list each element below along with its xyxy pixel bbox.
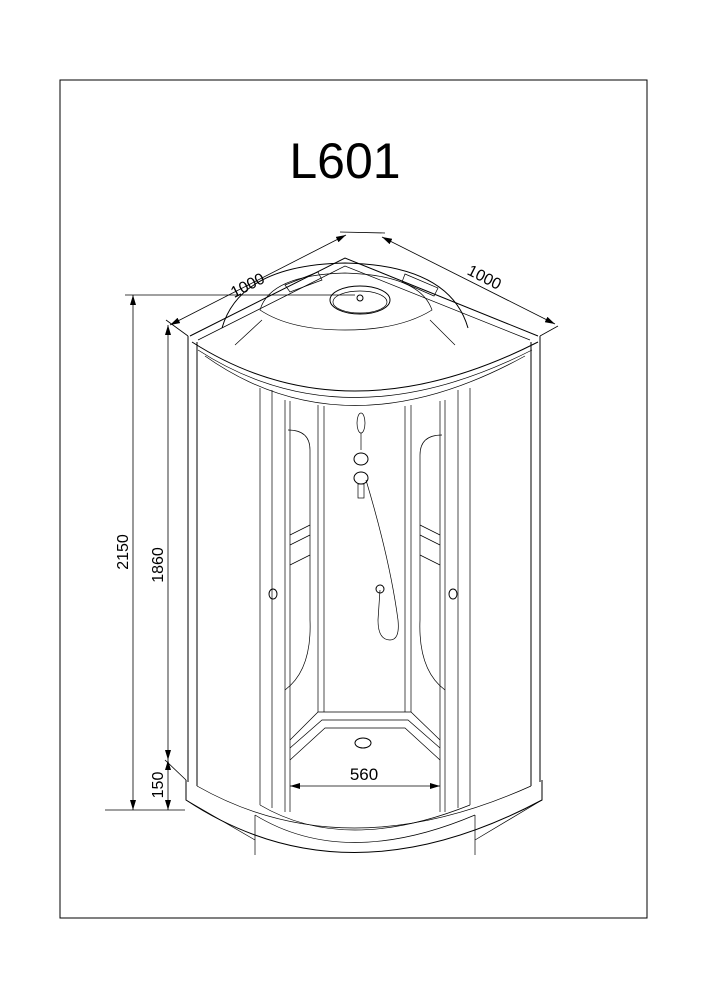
canopy-light bbox=[356, 294, 364, 302]
dimension-width-right: 1000 bbox=[339, 231, 559, 337]
shower-tray bbox=[185, 780, 543, 855]
hand-shower bbox=[375, 584, 385, 594]
svg-text:1000: 1000 bbox=[464, 262, 504, 293]
dimension-cabin-height: 1860 bbox=[150, 325, 187, 781]
dimension-tray-height: 150 bbox=[150, 760, 171, 810]
drain bbox=[354, 737, 372, 749]
dimension-entrance-width: 560 bbox=[290, 765, 440, 789]
drawing-frame bbox=[59, 79, 648, 919]
cabin-frame bbox=[187, 336, 541, 812]
door-handle-right bbox=[448, 588, 458, 600]
shower-mixer bbox=[353, 412, 399, 641]
model-title: L601 bbox=[289, 133, 400, 189]
dimension-width-left: 1000 bbox=[165, 234, 347, 337]
door-handle-left bbox=[268, 588, 278, 600]
svg-text:150: 150 bbox=[150, 772, 167, 799]
svg-text:1860: 1860 bbox=[150, 547, 167, 583]
svg-text:2150: 2150 bbox=[115, 534, 132, 570]
dimension-total-height: 2150 bbox=[105, 294, 355, 811]
svg-text:1000: 1000 bbox=[228, 270, 268, 301]
rain-shower-head bbox=[329, 285, 391, 315]
svg-text:560: 560 bbox=[350, 765, 378, 784]
